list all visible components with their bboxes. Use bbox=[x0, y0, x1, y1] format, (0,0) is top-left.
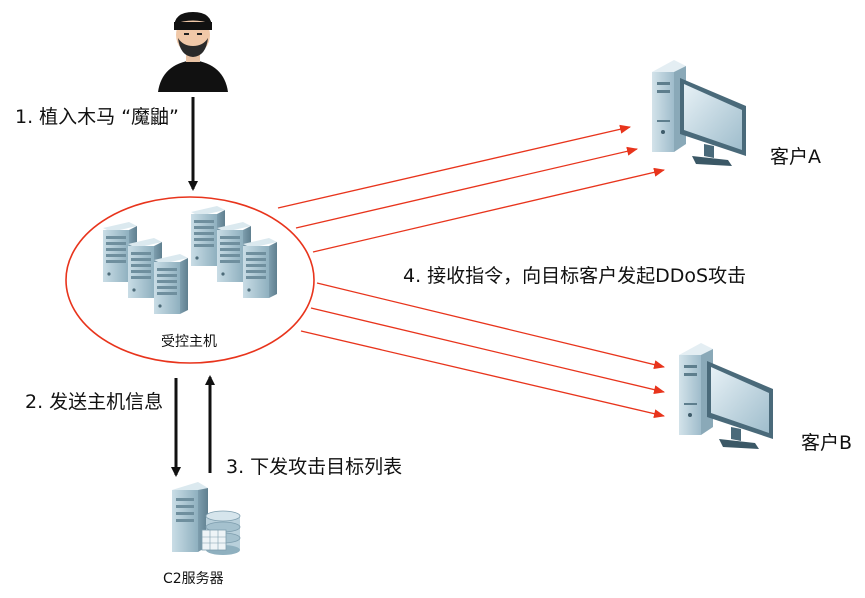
ddos-arrow-b2 bbox=[310, 307, 665, 395]
c2-server-icon bbox=[172, 482, 241, 555]
client-a-computer-icon bbox=[652, 60, 746, 166]
client-b-label: 客户B bbox=[801, 432, 853, 454]
botnet-boundary bbox=[65, 196, 315, 364]
ddos-arrow-b1 bbox=[316, 282, 665, 370]
hacker-icon bbox=[158, 12, 228, 92]
ddos-arrow-b3 bbox=[300, 330, 665, 419]
step4-label: 4. 接收指令，向目标客户发起DDoS攻击 bbox=[403, 265, 747, 287]
client-b-computer-icon bbox=[679, 343, 773, 449]
botnet-label: 受控主机 bbox=[161, 334, 217, 350]
ddos-attack-arrows bbox=[277, 124, 665, 419]
ddos-arrow-a3 bbox=[312, 167, 665, 253]
ddos-arrow-a1 bbox=[277, 124, 631, 209]
step1-label: 1. 植入木马 “魔鼬” bbox=[15, 106, 179, 128]
client-a-label: 客户A bbox=[770, 146, 821, 168]
botnet-servers-icon bbox=[103, 206, 277, 314]
c2-server-label: C2服务器 bbox=[163, 571, 224, 587]
step2-label: 2. 发送主机信息 bbox=[25, 391, 164, 413]
step3-label: 3. 下发攻击目标列表 bbox=[226, 456, 403, 478]
ddos-arrow-a2 bbox=[295, 146, 638, 229]
